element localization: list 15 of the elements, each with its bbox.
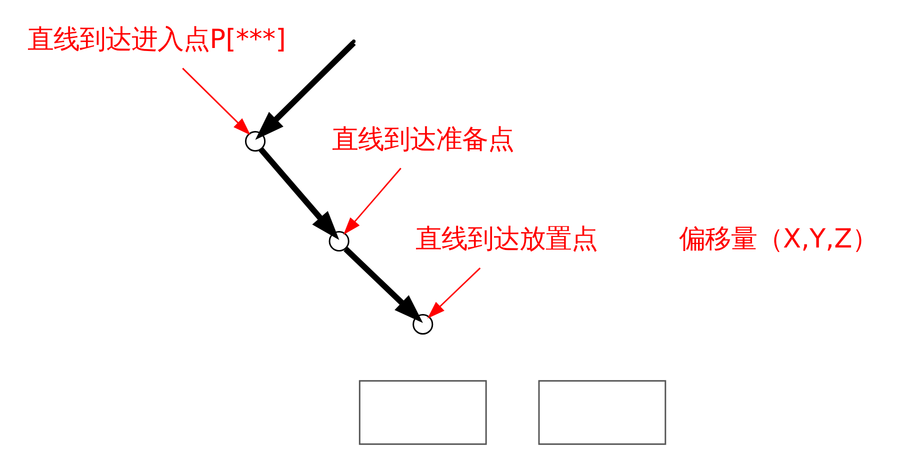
node-text: 直线到达进入点P[***] (28, 24, 286, 55)
arrow (344, 246, 423, 323)
node-circle (412, 314, 434, 335)
arrow (427, 268, 481, 318)
node-circle (245, 131, 266, 152)
node-circle (328, 230, 350, 252)
node-text: 直线到达准备点 (332, 124, 514, 155)
label: 偏移量（X,Y,Z） (678, 224, 878, 255)
arrow (182, 68, 250, 136)
arrow (255, 40, 356, 140)
arrow (258, 147, 340, 240)
node-text: 直线到达放置点 (416, 224, 598, 255)
node-box (358, 380, 487, 445)
node-box (538, 380, 666, 445)
arrow (343, 168, 402, 235)
